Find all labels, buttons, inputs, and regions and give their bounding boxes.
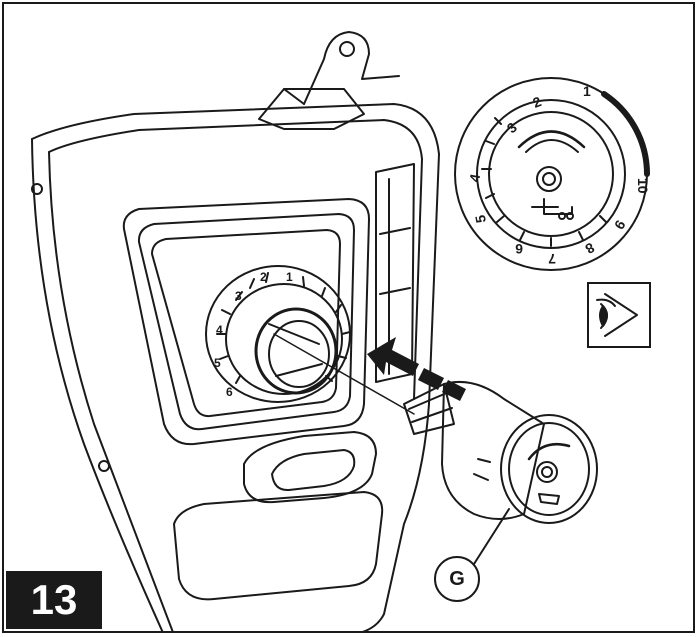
dial-number-9: 9 — [611, 218, 629, 233]
knob-number-6: 6 — [226, 385, 233, 399]
knob-number-1: 1 — [286, 270, 293, 284]
eye-icon — [596, 293, 638, 337]
dial-number-4: 4 — [466, 172, 483, 183]
dial-number-6: 6 — [515, 241, 523, 257]
installation-illustration: 1 2 3 4 5 6 — [31, 31, 651, 631]
trailer-hitch-icon — [531, 198, 574, 220]
dial-inset: 1 2 3 4 5 6 7 8 9 10 — [454, 77, 651, 271]
dial-number-2: 2 — [531, 93, 544, 111]
knob-number-3: 3 — [235, 289, 242, 303]
dial-number-5: 5 — [472, 214, 489, 225]
knob-number-5: 5 — [214, 356, 221, 370]
step-number-badge: 13 — [6, 571, 102, 629]
dial-number-7: 7 — [548, 251, 556, 267]
insert-arrow-icon — [367, 337, 466, 401]
alignment-line — [273, 333, 415, 415]
housing-panel — [31, 103, 440, 631]
dial-number-1: 1 — [583, 83, 591, 99]
callout-g: G — [434, 556, 480, 602]
dial-number-10: 10 — [635, 178, 651, 194]
tool-g — [403, 380, 598, 565]
knob-number-2: 2 — [260, 270, 267, 284]
eye-icon-box — [587, 282, 651, 348]
dial-knob: 1 2 3 4 5 6 — [205, 265, 351, 403]
knob-number-4: 4 — [216, 323, 223, 337]
mounting-bracket — [258, 31, 400, 130]
dial-number-8: 8 — [582, 240, 597, 258]
